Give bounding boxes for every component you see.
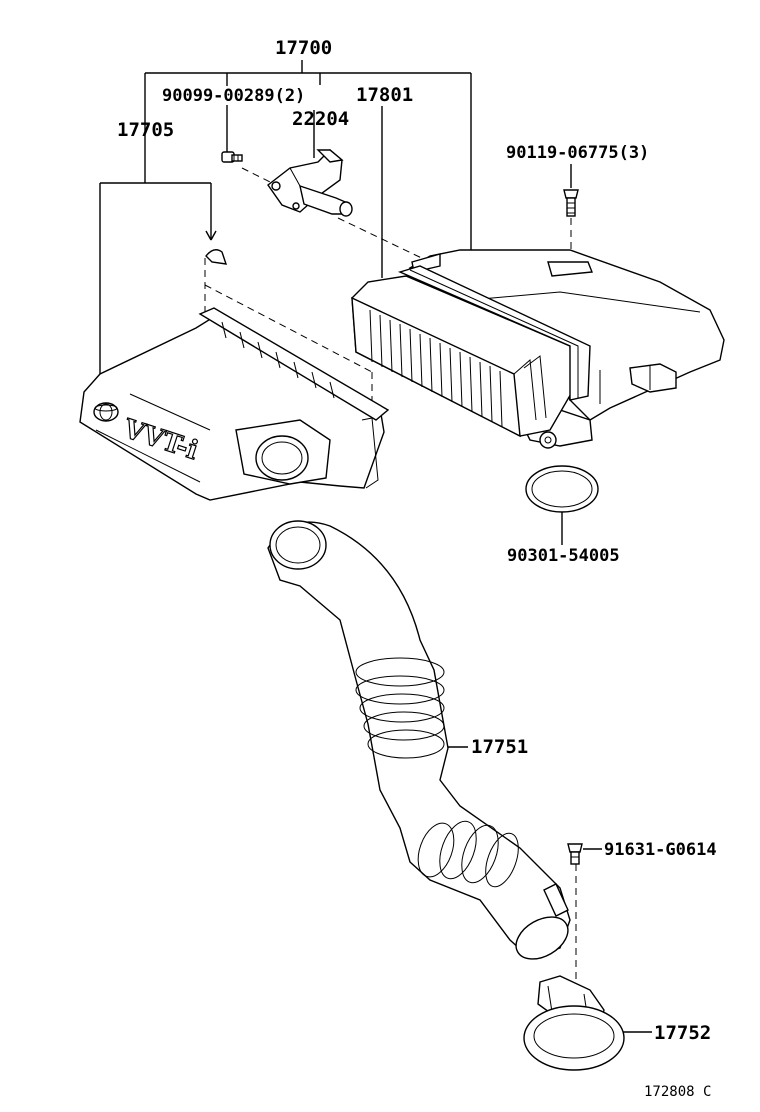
label-17751: 17751 <box>471 736 528 758</box>
hose-bellows-upper <box>355 657 445 759</box>
leader-17705 <box>99 182 217 375</box>
label-91631-G0614: 91631-G0614 <box>604 840 717 860</box>
screw-90119-icon <box>563 189 579 217</box>
air-cleaner-cover-17705: VVT-i <box>79 249 390 501</box>
hose-bellows-lower <box>417 820 519 888</box>
gasket-90301 <box>525 465 599 513</box>
cover-clip-ribs <box>221 321 335 399</box>
label-90099-00289: 90099-00289(2) <box>162 86 305 106</box>
label-17700: 17700 <box>275 37 332 59</box>
filter-pleats <box>369 309 503 428</box>
label-22204: 22204 <box>292 108 349 130</box>
intake-hose-17751 <box>267 520 571 960</box>
air-flow-meter-22204 <box>267 149 353 217</box>
label-17752: 17752 <box>654 1022 711 1044</box>
assembly-bracket-17700 <box>144 60 472 258</box>
drawing-number: 172808 C <box>644 1084 711 1100</box>
screw-91631-icon <box>567 843 583 865</box>
label-90301-54005: 90301-54005 <box>507 546 620 566</box>
screw-90099-icon <box>221 151 243 163</box>
toyota-logo-icon <box>93 402 119 422</box>
air-filter-element-17801 <box>351 265 591 438</box>
label-17801: 17801 <box>356 84 413 106</box>
label-90119-06775: 90119-06775(3) <box>506 143 649 163</box>
resonator-17752 <box>523 975 625 1071</box>
